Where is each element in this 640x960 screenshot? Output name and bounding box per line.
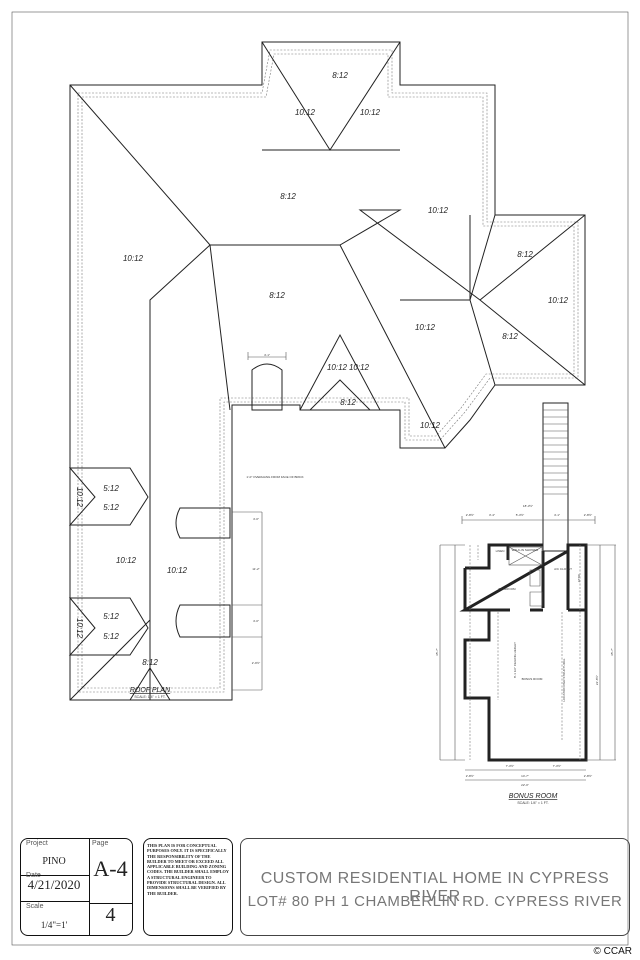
dim-label: 4'-1" (264, 353, 270, 357)
roof-pitch-label: 5:12 (103, 612, 119, 621)
dim-label: 2'-9½" (252, 661, 260, 665)
date-label: Date (26, 872, 41, 879)
roof-pitch-label: 10:12 (75, 618, 84, 639)
dim-label: 2'-8½" (466, 774, 474, 778)
project-title-line2: LOT# 80 PH 1 CHAMBERLIN RD. CYPRESS RIVE… (247, 893, 623, 910)
roof-pitch-label: 10:12 (75, 487, 84, 508)
project-title-line1: CUSTOM RESIDENTIAL HOME IN CYPRESS RIVER (260, 870, 610, 905)
bonus-room-title: BONUS ROOM (509, 793, 558, 800)
roof-plan-title: ROOF PLAN (130, 687, 171, 694)
roof-pitch-label: 8:12 (502, 332, 518, 341)
project-info-box (20, 838, 133, 936)
roof-pitch-label: 8:12 (269, 291, 285, 300)
roof-pitch-label: 10:12 (167, 566, 188, 575)
roof-pitch-label: 8:12 (340, 398, 356, 407)
roof-pitch-label: 10:12 (415, 323, 436, 332)
roof-pitch-label: 10:12 (295, 108, 316, 117)
overhang-note: 1'-0" OVERHANG FROM FACE OF BRICK (246, 475, 303, 479)
sheet-number: 4 (105, 904, 116, 926)
dim-label: 3'-4" (489, 513, 495, 517)
roof-plan: 4'-1" 4'-0" 11'-2" 4'-0" 2'-9½" 1'-0" OV… (68, 41, 586, 701)
room-label-ac-closet: A/C CLOSET (554, 567, 572, 571)
dim-label: 35'-7" (610, 648, 614, 656)
dim-label: 11'-2" (252, 567, 259, 571)
bonus-room-scale: SCALE: 1/4" = 1 FT. (517, 801, 549, 805)
roof-pitch-label: 8:12 (517, 250, 533, 259)
scale-label: Scale (26, 903, 44, 910)
ceiling-height-note: 8'-1 1/2" CEILING HEIGHT (513, 642, 517, 678)
project-label: Project (26, 840, 48, 847)
roof-pitch-label: 8:12 (142, 658, 158, 667)
dim-label: 7'-3½" (553, 764, 561, 768)
roof-pitch-label: 10:12 (116, 556, 137, 565)
copyright-watermark: © CCAR (593, 946, 632, 957)
dim-label: 5'-3½" (516, 513, 524, 517)
project-name: PINO (42, 856, 66, 867)
dim-label: 2'-8½" (584, 774, 592, 778)
project-title-box (240, 838, 630, 936)
room-label-linen: LINEN (496, 549, 505, 553)
roof-pitch-label: 10:12 (349, 363, 370, 372)
dim-label: 4'-0" (253, 619, 259, 623)
dim-label: 7'-3½" (506, 764, 514, 768)
dim-label: 4'-0" (253, 517, 259, 521)
dim-label: 4'-1" (554, 513, 560, 517)
date-value: 4/21/2020 (27, 877, 81, 892)
stair (542, 402, 569, 552)
dim-label: 35'-7" (435, 648, 439, 656)
structural-note: LOCATION PER STRUCTURAL (562, 658, 566, 701)
room-label-attic: ATTIC (577, 573, 581, 582)
room-label-bonus-room: BONUS ROOM (522, 677, 543, 681)
roof-pitch-label: 10:12 (548, 296, 569, 305)
roof-pitch-label: 10:12 (420, 421, 441, 430)
dim-label: 2'-8½" (584, 513, 592, 517)
scale-value: 1/4"=1' (40, 920, 68, 930)
page-label: Page (92, 840, 109, 847)
roof-pitch-label: 8:12 (280, 192, 296, 201)
roof-plan-scale: SCALE: 1/4" = 1 FT. (134, 695, 166, 699)
disclaimer-box (143, 838, 233, 936)
roof-pitch-label: 5:12 (103, 503, 119, 512)
roof-pitch-label: 10:12 (123, 254, 144, 263)
dim-label: 18'-3½" (523, 504, 533, 508)
dim-label: 2'-8½" (466, 513, 474, 517)
dim-label: 22'-0" (521, 783, 529, 787)
roof-pitch-label: 10:12 (327, 363, 348, 372)
roof-pitch-label: 8:12 (332, 71, 348, 80)
roof-pitch-label: 5:12 (103, 632, 119, 641)
roof-pitch-label: 10:12 (360, 108, 381, 117)
roof-pitch-label: 5:12 (103, 484, 119, 493)
room-label-shower: WALK-IN SHOWER (512, 548, 540, 552)
roof-pitch-label: 10:12 (428, 206, 449, 215)
roof-outline (69, 41, 586, 701)
bonus-room-plan: 18'-3½" 2'-8½" 3'-4" 5'-3½" 4'-1" 2'-8½"… (435, 402, 616, 805)
disclaimer-text: This plan is for conceptual purposes onl… (147, 843, 229, 896)
dim-label: 22'-8½" (595, 675, 599, 685)
room-label-bathroom: BATHROOM (498, 587, 516, 591)
page-id: A-4 (93, 856, 128, 881)
dim-label: 14'-7" (521, 774, 529, 778)
sheet-border (11, 11, 629, 946)
